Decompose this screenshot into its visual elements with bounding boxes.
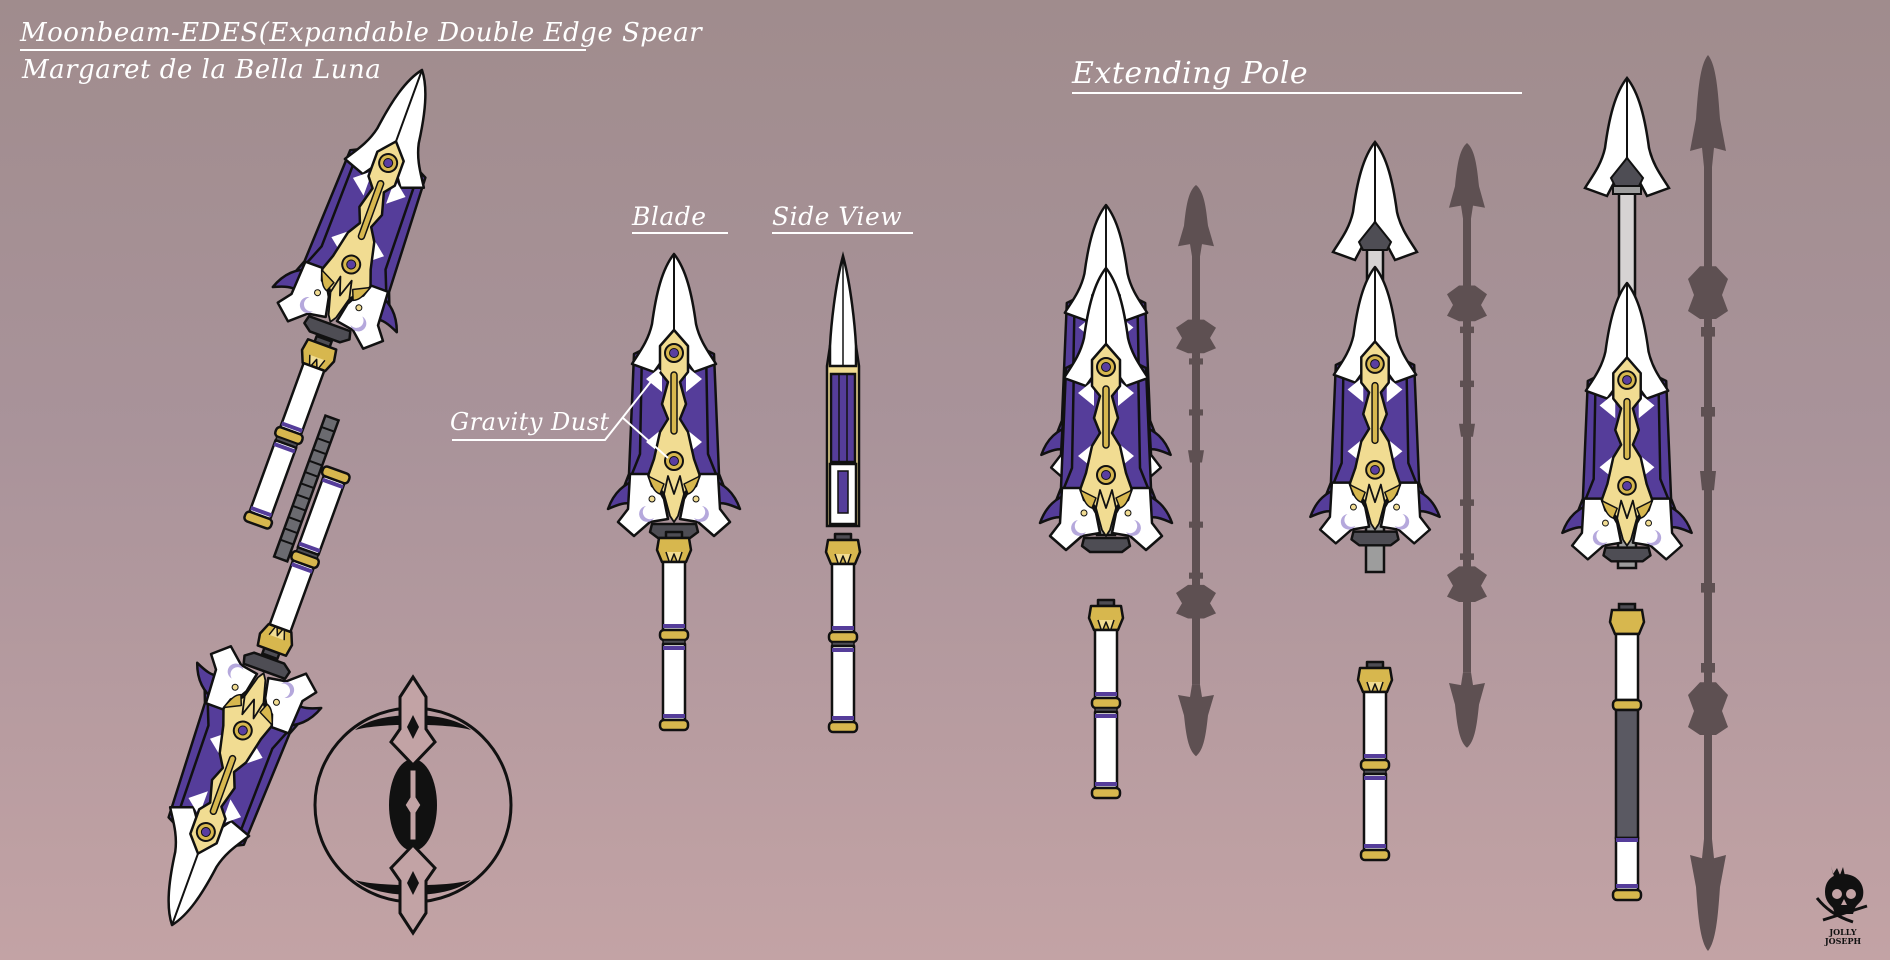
watermark-line-1: JOLLY <box>1829 927 1857 937</box>
sheet-title: Moonbeam-EDES(Expandable Double Edge Spe… <box>20 18 702 51</box>
section-label-side-view: Side View <box>772 202 913 234</box>
pole-stage-3 <box>1561 75 1693 902</box>
pole-stage-2 <box>1309 139 1441 862</box>
annotation-gravity-dust: Gravity Dust <box>450 408 610 436</box>
watermark-line-2: JOSEPH <box>1824 936 1862 946</box>
section-label-blade: Blade <box>632 202 728 234</box>
silhouette-stage-2 <box>1447 143 1487 748</box>
section-label-extending-pole: Extending Pole <box>1072 56 1522 94</box>
silhouette-stage-1 <box>1176 185 1216 757</box>
character-name: Margaret de la Bella Luna <box>22 55 382 85</box>
silhouette-stage-3 <box>1688 55 1728 951</box>
crescent-emblem <box>313 674 513 936</box>
pole-stage-1-guard <box>1038 266 1174 554</box>
full-spear-diagonal <box>108 46 486 949</box>
blade-side-view <box>824 251 862 734</box>
watermark-logo: JOLLY JOSEPH <box>1808 862 1878 946</box>
blade-front-view <box>606 252 742 732</box>
gravity-dust-pointer <box>452 369 669 459</box>
skull-crossed-swords-icon <box>1815 866 1868 924</box>
